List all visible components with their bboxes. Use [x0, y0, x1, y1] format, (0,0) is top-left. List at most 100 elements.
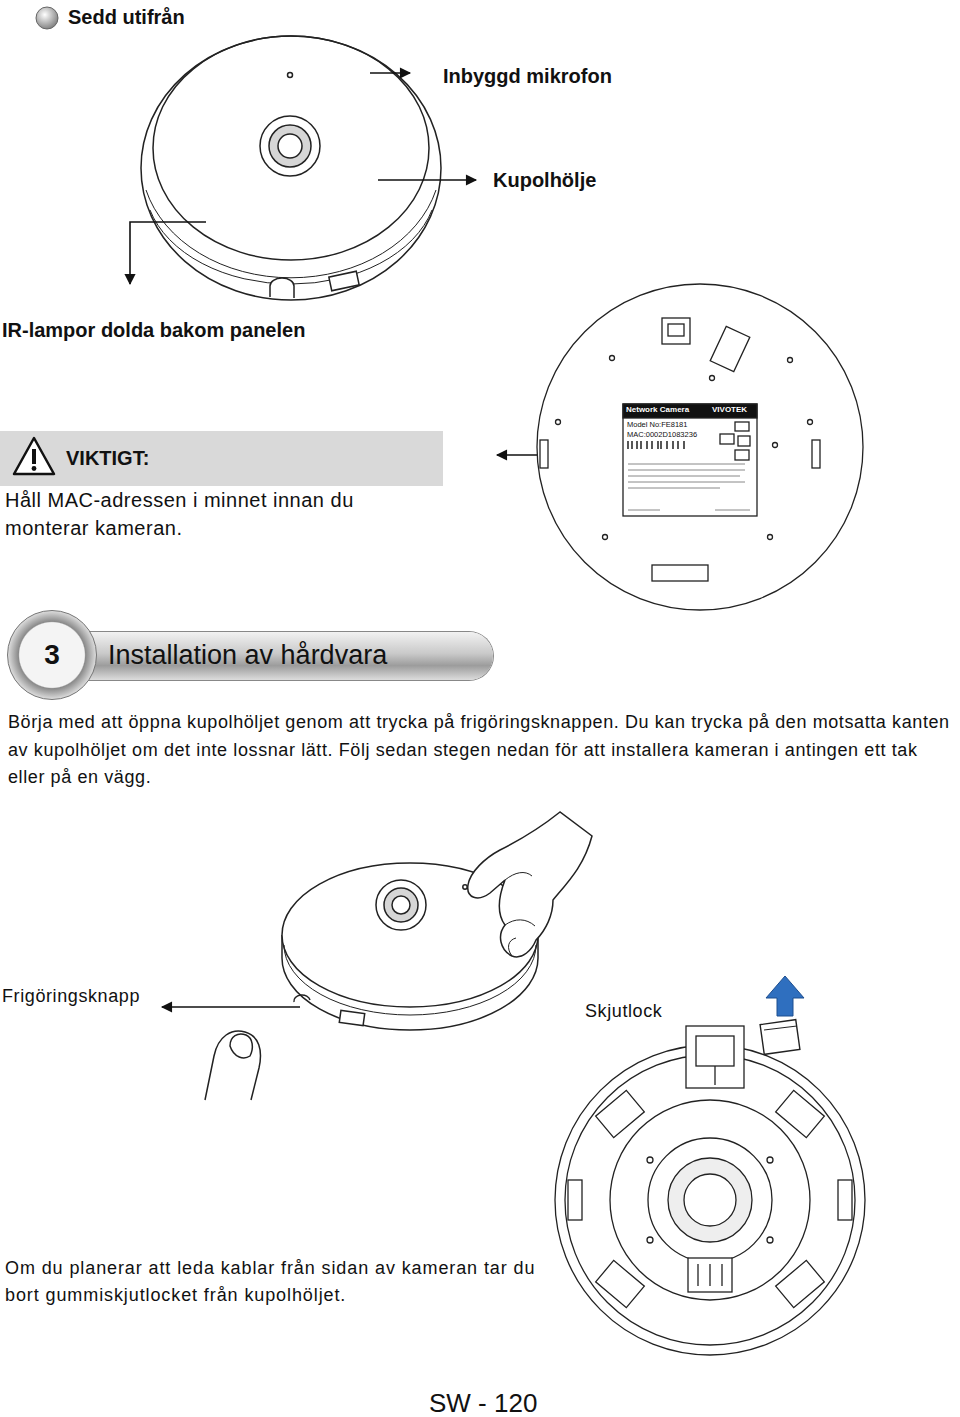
camera-bottom-view	[640, 441, 641, 449]
camera-bottom-view	[623, 404, 757, 418]
camera-open-view	[596, 1260, 645, 1307]
notice-band	[0, 431, 443, 486]
camera-open-view	[565, 1055, 855, 1345]
camera-top-view	[270, 278, 294, 298]
camera-bottom-view	[662, 318, 690, 344]
camera-bottom-view	[735, 450, 749, 460]
warning-icon	[12, 436, 56, 476]
slide-cover	[760, 976, 804, 1054]
camera-bottom-view	[738, 436, 750, 446]
camera-with-hand	[468, 812, 592, 957]
leader-line	[370, 72, 410, 74]
camera-with-hand	[294, 995, 310, 1002]
camera-open-view	[767, 1157, 773, 1163]
camera-open-view	[648, 1138, 772, 1262]
camera-bottom-view	[646, 441, 647, 449]
camera-top-view	[260, 116, 320, 176]
warning-icon	[14, 438, 54, 474]
notice-box: VIKTIGT:	[0, 431, 443, 486]
camera-top-view	[269, 125, 311, 167]
body-paragraph: Börja med att öppna kupolhöljet genom at…	[8, 709, 958, 792]
camera-bottom-view	[710, 376, 715, 381]
camera-open-view	[709, 1264, 710, 1286]
camera-bottom-view	[773, 443, 778, 448]
camera-bottom-view	[683, 441, 684, 449]
camera-with-hand	[505, 873, 532, 880]
camera-bottom-view	[628, 482, 745, 483]
warning-icon	[32, 449, 36, 464]
camera-open-view	[776, 1260, 825, 1307]
camera-open-view	[776, 1090, 825, 1137]
camera-open-view	[714, 1066, 715, 1085]
sticker-text: Model No:FE8181	[627, 420, 687, 429]
step-number: 3	[44, 639, 60, 671]
camera-bottom-view	[651, 441, 652, 449]
camera-bottom-view	[735, 422, 749, 431]
camera-open-view	[596, 1090, 645, 1137]
camera-bottom-view	[652, 565, 708, 581]
camera-bottom-view	[623, 404, 757, 516]
thumb	[205, 1031, 260, 1100]
camera-with-hand	[282, 812, 592, 1030]
camera-open-view	[767, 1237, 773, 1243]
camera-top-view	[278, 134, 302, 158]
camera-top-view	[146, 190, 436, 278]
camera-bottom-view	[808, 420, 813, 425]
camera-top-view	[141, 36, 441, 300]
slide-cover	[760, 1020, 800, 1055]
camera-bottom-view	[537, 284, 863, 610]
camera-top-view	[150, 210, 432, 284]
page-number: SW - 120	[429, 1388, 537, 1417]
camera-open-view	[721, 1264, 722, 1286]
warning-icon	[32, 466, 37, 471]
camera-bottom-view	[768, 535, 773, 540]
camera-with-hand	[384, 888, 418, 922]
camera-open-view	[610, 1100, 810, 1300]
camera-open-view	[668, 1158, 752, 1242]
camera-bottom-view	[636, 441, 637, 449]
camera-with-hand	[463, 885, 467, 889]
notice-body: Håll MAC-adressen i minnet innan du mont…	[5, 486, 430, 542]
camera-top-view	[288, 73, 293, 78]
leader-line	[378, 179, 476, 181]
leader-line	[130, 222, 206, 284]
camera-top-view	[153, 36, 429, 260]
camera-bottom-view	[628, 441, 684, 449]
sticker-text: MAC:0002D1083236	[627, 430, 697, 439]
step-number-circle: 3	[7, 610, 97, 700]
part-label: Frigöringsknapp	[2, 986, 140, 1008]
thumb	[205, 1031, 260, 1100]
camera-bottom-view	[540, 440, 548, 468]
slide-cover	[764, 1026, 797, 1030]
camera-open-view	[697, 1264, 698, 1286]
camera-bottom-view	[556, 420, 561, 425]
camera-bottom-view	[628, 510, 660, 511]
camera-open-view	[555, 1026, 865, 1355]
part-label: Skjutlock	[585, 1001, 662, 1023]
leader-line	[130, 73, 537, 1007]
camera-bottom-view	[657, 441, 658, 449]
leader-line	[497, 454, 537, 456]
camera-bottom-view	[631, 441, 632, 449]
camera-bottom-view	[627, 441, 628, 449]
camera-bottom-view	[537, 284, 863, 610]
camera-with-hand	[509, 938, 516, 956]
camera-bottom-view	[677, 441, 678, 449]
section-banner: Installation av hårdvara	[52, 632, 493, 680]
camera-bottom-view	[788, 358, 793, 363]
sticker-text: Network Camera	[626, 405, 689, 415]
camera-open-view	[647, 1237, 653, 1243]
camera-open-view	[555, 1045, 865, 1355]
camera-open-view	[688, 1258, 732, 1292]
camera-bottom-view	[720, 434, 734, 444]
thumb	[230, 1034, 252, 1058]
camera-open-view	[686, 1026, 744, 1088]
camera-bottom-view	[660, 441, 661, 449]
note-text: Om du planerar att leda kablar från sida…	[5, 1255, 540, 1309]
section-title: Installation av hårdvara	[108, 640, 387, 671]
camera-bottom-view	[666, 441, 667, 449]
camera-bottom-view	[628, 464, 750, 510]
sticker-text: VIVOTEK	[712, 405, 747, 415]
